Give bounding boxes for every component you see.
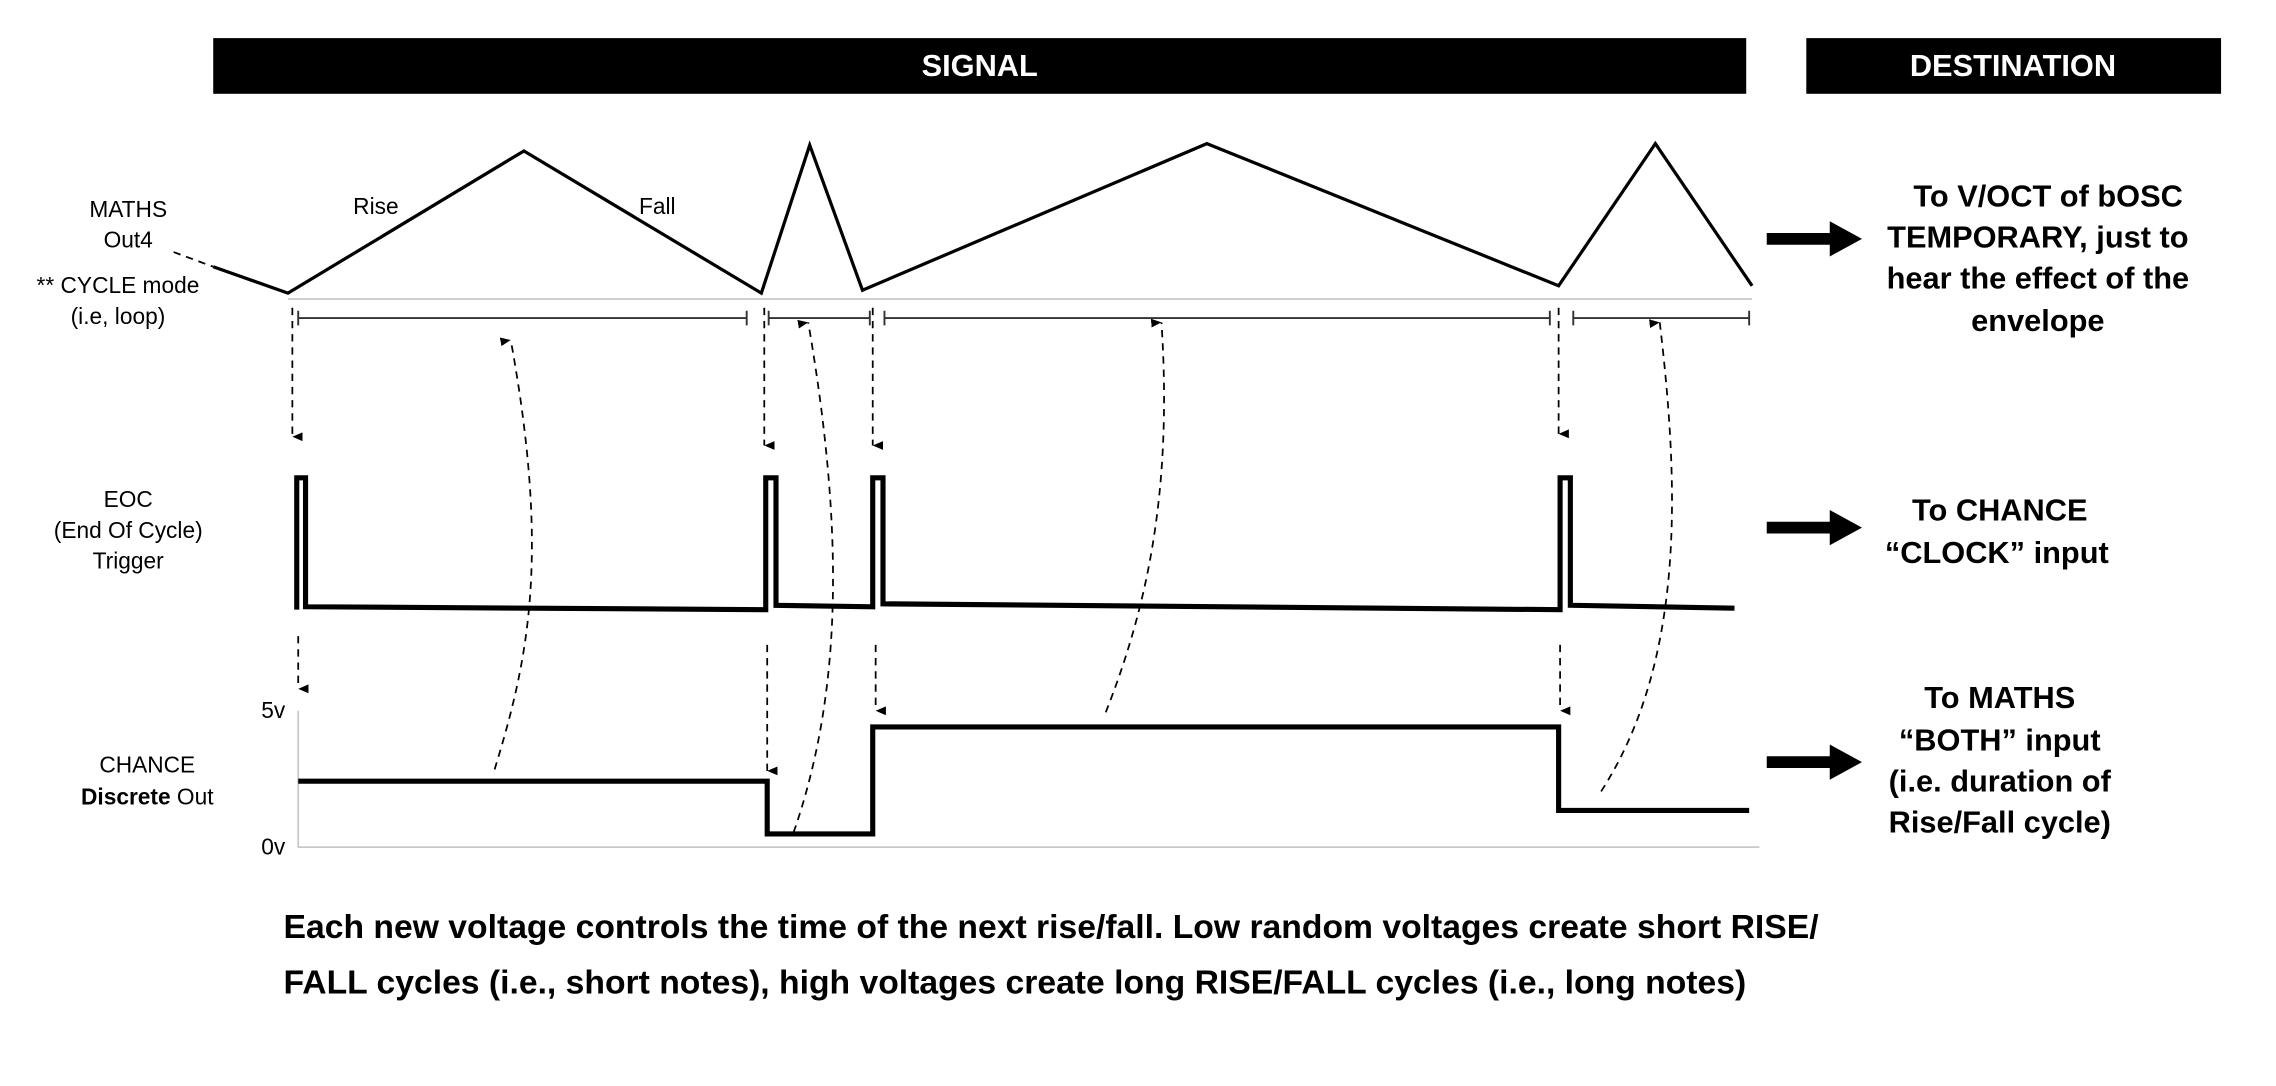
y-min-label: 0v [261,833,286,859]
right-arrow-icon [1766,510,1862,546]
dest-chance-3: (i.e. duration of [1889,763,2112,798]
eoc-label-3: Trigger [93,548,165,574]
dest-eoc-2: “CLOCK” input [1885,535,2109,570]
eoc-label-1: EOC [104,486,153,512]
trigger-arrows [291,307,1571,776]
eoc-waveform [294,475,1735,613]
maths-label-1: MATHS [89,196,167,222]
rise-label: Rise [353,193,398,219]
signal-header: SIGNAL [213,38,1747,94]
maths-label-2: Out4 [104,227,153,253]
dest-chance-4: Rise/Fall cycle) [1889,804,2111,839]
destination-chance: To MATHS “BOTH” input (i.e. duration of … [1766,680,2112,839]
dest-maths-3: hear the effect of the [1887,261,2190,296]
destination-header: DESTINATION [1806,38,2222,94]
destination-eoc: To CHANCE “CLOCK” input [1766,492,2109,570]
caption-line-2: FALL cycles (i.e., short notes), high vo… [284,964,1747,1002]
dest-chance-1: To MATHS [1924,680,2075,715]
maths-label-3: ** CYCLE mode [37,272,200,298]
maths-row-label: MATHS Out4 ** CYCLE mode (i.e, loop) [37,196,200,329]
eoc-row-label: EOC (End Of Cycle) Trigger [54,486,203,574]
destination-maths: To V/OCT of bOSC TEMPORARY, just to hear… [1766,179,2190,338]
dest-maths-2: TEMPORARY, just to [1887,220,2188,255]
chance-label-rest: Out [171,784,215,810]
y-max-label: 5v [261,697,286,723]
signal-header-label: SIGNAL [922,48,1038,83]
maths-waveform: Rise Fall [173,140,1754,300]
chance-waveform [297,710,1760,848]
chance-label-1: CHANCE [99,751,195,777]
dest-maths-1: To V/OCT of bOSC [1913,179,2182,214]
dest-eoc-1: To CHANCE [1912,492,2087,527]
voltage-feedback-arrows [493,318,1673,833]
destination-header-label: DESTINATION [1910,48,2116,83]
chance-label-2: Discrete Out [81,784,214,810]
caption: Each new voltage controls the time of th… [284,908,1820,1002]
fall-label: Fall [639,193,676,219]
right-arrow-icon [1766,221,1862,257]
cycle-interval-brackets [297,310,1751,326]
chance-label-bold: Discrete [81,784,171,810]
eoc-label-2: (End Of Cycle) [54,517,203,543]
caption-line-1: Each new voltage controls the time of th… [284,908,1820,946]
chance-row-label: CHANCE Discrete Out 5v 0v [81,697,286,859]
dest-chance-2: “BOTH” input [1899,722,2101,757]
right-arrow-icon [1766,744,1862,780]
maths-label-4: (i.e, loop) [71,303,166,329]
dest-maths-4: envelope [1971,303,2104,338]
